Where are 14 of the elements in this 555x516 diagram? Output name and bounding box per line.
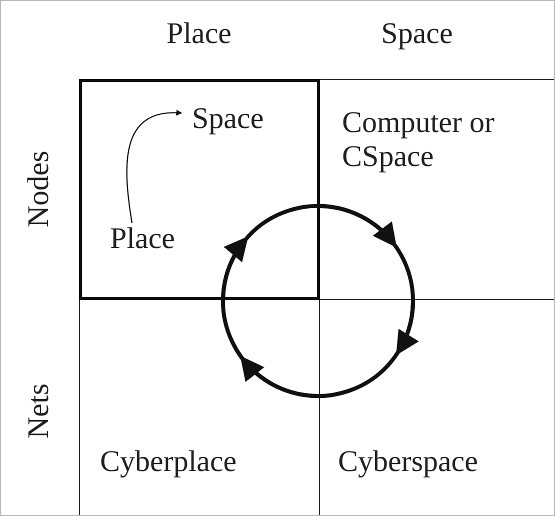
cell-text: Computer or CSpace [342, 106, 496, 174]
row-header: Nets [22, 384, 56, 438]
curved-arrow [126, 110, 182, 224]
cell-text: Cyberplace [100, 445, 237, 480]
cycle-arrow [318, 204, 418, 356]
column-header: Space [381, 17, 453, 51]
column-header: Place [166, 17, 232, 51]
cell-text: Space [192, 102, 264, 136]
highlighted-cell [79, 79, 320, 300]
cycle-arrow [221, 236, 318, 398]
cell-text: Cyberspace [338, 445, 478, 480]
row-header: Nodes [22, 150, 56, 228]
cell-text: Place [110, 222, 175, 256]
cycle-arrow [240, 300, 415, 398]
